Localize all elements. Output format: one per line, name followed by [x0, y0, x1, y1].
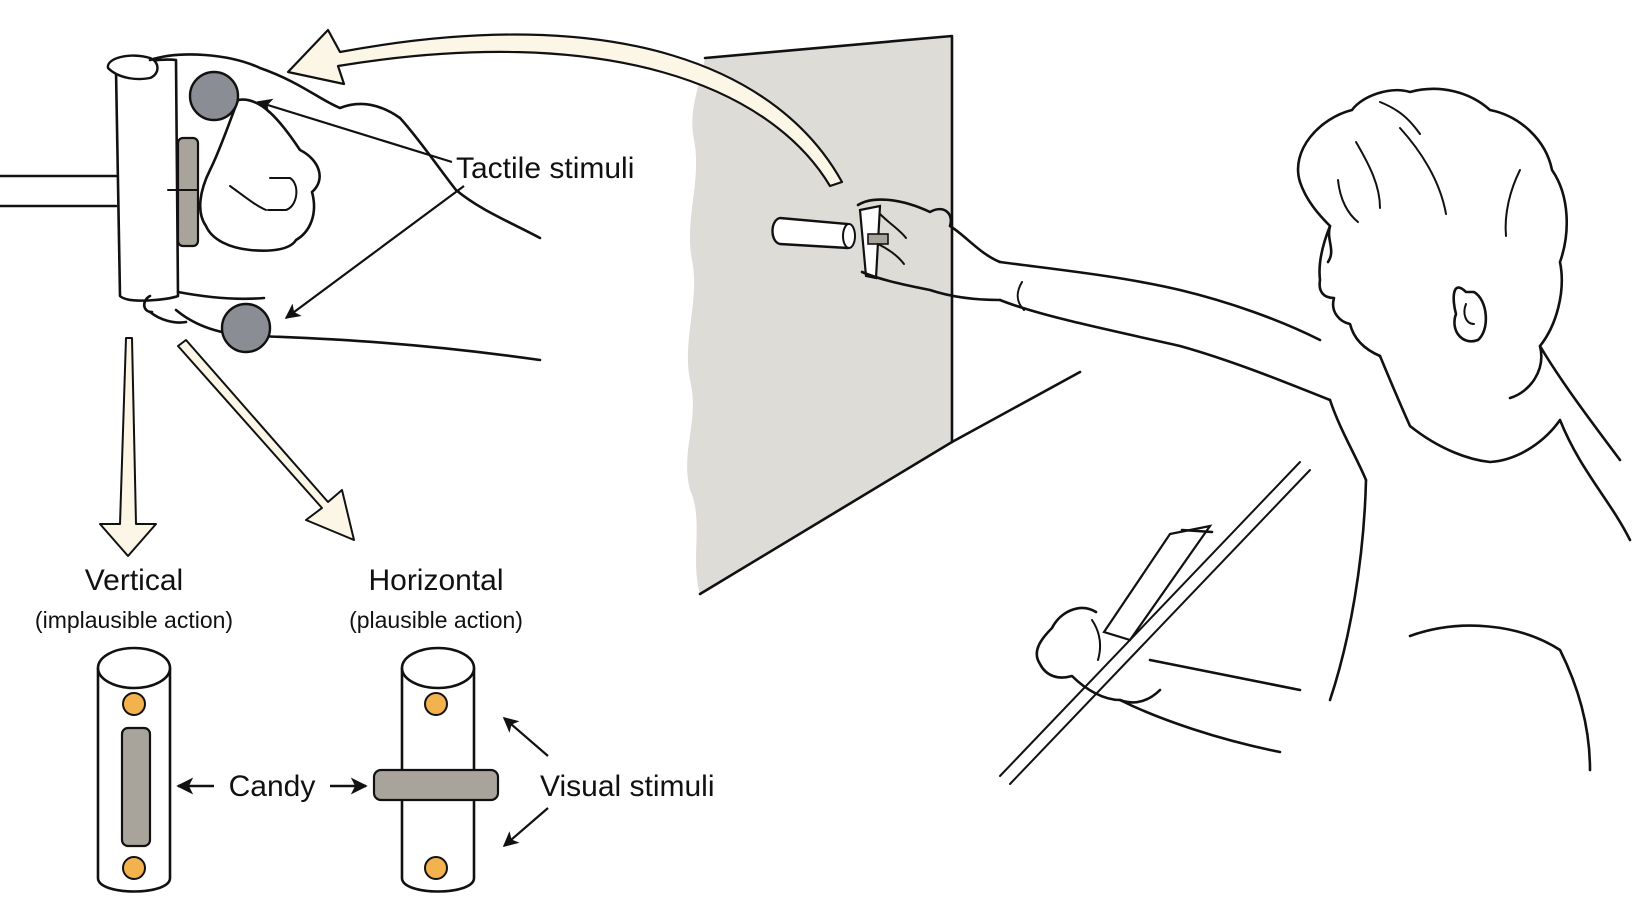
arrow-to-vertical — [99, 337, 157, 557]
candy-horizontal — [372, 768, 500, 802]
tactile-arrow-top — [256, 98, 453, 164]
enlarged-grasp-view — [0, 53, 542, 362]
child-figure — [856, 87, 1632, 785]
visual-dot-horizontal-top — [424, 692, 448, 716]
vertical-device — [96, 646, 172, 893]
visual-dot-vertical-bottom — [122, 856, 146, 880]
occluder-screen — [687, 34, 1082, 596]
candy-in-grasp — [176, 136, 200, 248]
visual-dot-horizontal-bottom — [424, 856, 448, 880]
horizontal-subtitle: (plausible action) — [349, 607, 523, 633]
visual-stimuli-label: Visual stimuli — [540, 770, 715, 803]
tactile-dot-top — [188, 70, 240, 122]
vertical-title: Vertical — [85, 564, 183, 597]
curved-transfer-arrow — [286, 28, 844, 188]
arrow-to-horizontal — [177, 339, 355, 541]
vertical-subtitle: (implausible action) — [35, 607, 233, 633]
candy-vertical — [120, 726, 152, 848]
candy-label: Candy — [229, 770, 316, 803]
horizontal-title: Horizontal — [368, 564, 503, 597]
tactile-arrow-bottom — [284, 185, 465, 319]
visual-dot-vertical-top — [122, 692, 146, 716]
visual-arrow-bottom — [502, 807, 549, 848]
visual-arrow-top — [502, 716, 549, 757]
horizontal-device — [372, 646, 500, 893]
tactile-stimuli-label: Tactile stimuli — [456, 152, 634, 185]
tactile-dot-bottom — [220, 302, 272, 354]
